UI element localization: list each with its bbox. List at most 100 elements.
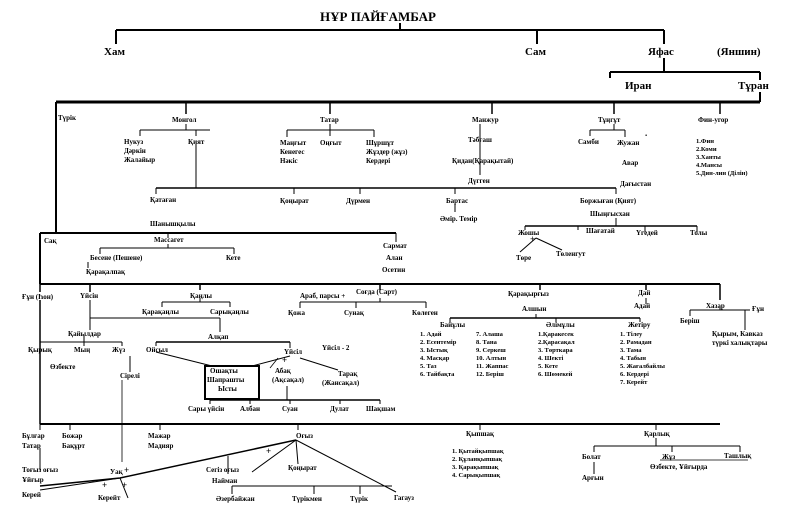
plus-mark: +	[124, 465, 130, 475]
node-zhuz: Жүз	[112, 346, 126, 354]
node-mazhar: Мажар	[148, 432, 171, 440]
bayuly-item: 3. Ыстық	[420, 347, 448, 354]
node-dulat: Дулат	[330, 405, 349, 413]
node-kangly: Қаңлы	[190, 292, 213, 300]
zhetiru-item: 6. Кердері	[620, 371, 649, 378]
kypshak-item: 4. Сарықыпшақ	[452, 472, 501, 479]
node-karakalpak: Қарақалпақ	[86, 268, 126, 276]
node-ham: Хам	[104, 46, 125, 58]
alimuly-list: 1.Қаракесек 2.Қарасақал 3. Төрткара 4. Ш…	[538, 331, 575, 379]
node-alkap: Алқап	[208, 333, 229, 341]
alimuly-item: 1.Қаракесек	[538, 331, 574, 338]
node-zhuzhan: Жужан	[617, 139, 640, 147]
dot-mark: .	[645, 128, 648, 138]
zhetiru-item: 5. Жағалбайлы	[620, 363, 665, 370]
node-tungut: Тұңгұт	[598, 116, 621, 124]
bayuly-item: 9. Серкеш	[476, 347, 506, 354]
node-konyrat-2: Қоңырат	[288, 464, 317, 472]
node-oguz: Оғыз	[296, 432, 313, 440]
node-bartas: Бартас	[446, 197, 469, 205]
node-turikmen: Түрікмен	[292, 495, 322, 503]
node-toly: Толы	[690, 229, 708, 237]
bayuly-item: 7. Алаша	[476, 331, 503, 338]
node-azerbayzhan: Әзербайжан	[216, 495, 255, 503]
node-shanyshkyly: Шанышқылы	[150, 220, 196, 228]
node-saryuysin: Сары үйсін	[188, 405, 225, 413]
node-manzhur: Манжур	[472, 116, 499, 124]
node-sireli: Сірелі	[120, 372, 140, 380]
bayuly-item: 11. Жаппас	[476, 363, 509, 370]
node-tashlyk: Ташлық	[724, 452, 752, 460]
node-dagystan: Дағыстан	[620, 180, 652, 188]
node-sarmat: Сармат	[383, 242, 407, 250]
node-finugor: Фин-угор	[698, 116, 729, 124]
highlight-box	[204, 365, 260, 400]
node-segiz-oguz: Сегіз оғыз	[206, 466, 239, 474]
node-kerderi: Кердері	[366, 157, 391, 165]
node-tatar: Татар	[320, 116, 339, 124]
node-kyrym-2: түркі халықтары	[712, 339, 768, 347]
node-gagauz: Гагауз	[394, 494, 414, 502]
plus-mark: +	[122, 480, 128, 490]
node-uysin: Үйсін	[80, 292, 99, 300]
node-gun: Ғұн (Һон)	[22, 293, 54, 301]
node-oshakty: Ошақты	[210, 367, 238, 375]
zhetiru-list: 1. Тілеу 2. Рамадан 3. Тама 4. Табын 5. …	[620, 331, 665, 387]
node-abak: Абақ	[275, 367, 291, 375]
node-tolengut: Төленгут	[556, 250, 586, 258]
node-zhuz-2: Жұз	[662, 453, 676, 461]
node-ugedey: Үгедей	[636, 229, 658, 237]
plus-mark: +	[266, 446, 272, 456]
node-myn: Мың	[74, 346, 91, 354]
plus-mark: +	[102, 480, 108, 490]
node-uak: Уақ	[110, 468, 123, 476]
node-ozbekte: Өзбекте	[50, 363, 76, 371]
node-zhoshy: Жошы	[518, 229, 540, 237]
node-uysil-2: Үйсіл - 2	[322, 344, 350, 352]
node-turik: Түрік	[58, 114, 77, 122]
node-iran: Иран	[625, 80, 652, 92]
kypshak-list: 1. Қытайқыпшақ 2. Құланқыпшақ 3. Қарақып…	[452, 448, 504, 480]
alimuly-title: Әлімұлы	[546, 321, 575, 329]
node-sambi: Самби	[578, 138, 599, 146]
node-tore: Төре	[516, 254, 532, 262]
fin-item: 5.Дин-лин (Ділін)	[696, 170, 748, 177]
bayuly-item: 5. Таз	[420, 363, 437, 370]
node-shaprashty: Шапрашты	[207, 376, 245, 384]
node-yafas: Яфас	[648, 46, 674, 58]
node-berish: Беріш	[680, 317, 700, 325]
node-mangyt: Маңғыт	[280, 139, 307, 147]
node-uygyr: Ұйғыр	[22, 476, 44, 484]
bayuly-item: 10. Алтын	[476, 355, 507, 362]
zhetiru-title: Жетіру	[628, 321, 651, 329]
zhetiru-item: 2. Рамадан	[620, 339, 652, 346]
node-kenegez: Кенегес	[280, 148, 305, 156]
node-osetin: Осетин	[382, 266, 406, 274]
bayuly-item: 1. Адай	[420, 331, 442, 338]
node-kolegen: Көлеген	[412, 309, 438, 317]
node-aksakal: (Ақсақал)	[272, 376, 304, 384]
alimuly-item: 3. Төрткара	[538, 347, 573, 354]
node-ysty: Ысты	[218, 385, 237, 393]
node-kerey: Керей	[22, 491, 41, 499]
node-gun-2: Ғұн	[752, 305, 764, 313]
node-shurshut: Шұршұт	[366, 139, 394, 147]
node-zhalayir: Жалайыр	[124, 156, 156, 164]
node-shyngyskhan: Шыңғысхан	[590, 210, 630, 218]
fin-ugor-list: 1.Фин 2.Коми 3.Ханты 4.Мансы 5.Дин-лин (…	[696, 138, 748, 178]
node-kiyat: Қият	[188, 138, 205, 146]
node-karakangly: Қарақаңлы	[142, 308, 179, 316]
bayuly-item: 2. Есентемір	[420, 339, 457, 346]
node-amir-temir: Әмір. Темір	[440, 215, 478, 223]
node-avar: Авар	[622, 159, 639, 167]
node-katagan: Қатаған	[150, 196, 177, 204]
node-kyryk: Қырық	[28, 346, 52, 354]
bayuly-item: 12. Беріш	[476, 371, 504, 378]
fin-item: 4.Мансы	[696, 162, 722, 169]
node-shakpam: Шақшам	[366, 405, 396, 413]
node-nakis: Нәкіс	[280, 157, 298, 165]
node-kete: Кете	[226, 254, 241, 262]
node-massaget: Массагет	[154, 236, 184, 244]
node-nayman: Найман	[212, 477, 238, 485]
